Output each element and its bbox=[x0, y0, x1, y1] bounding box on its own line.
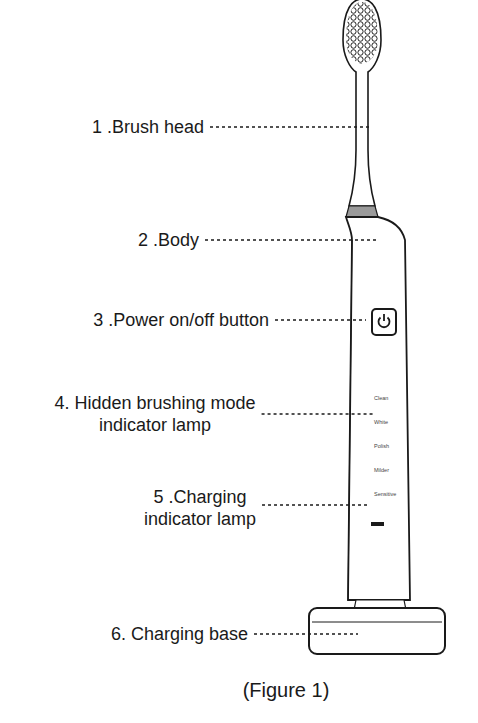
bristle-pattern bbox=[346, 2, 378, 64]
charging-lamp bbox=[371, 522, 384, 526]
body-edge bbox=[348, 240, 352, 600]
charging-base bbox=[309, 608, 445, 654]
power-button bbox=[372, 309, 396, 335]
leader-line bbox=[254, 633, 358, 634]
handle-body bbox=[346, 217, 410, 600]
part-label: 6. Charging base bbox=[111, 623, 248, 645]
leader-line bbox=[262, 504, 370, 505]
brush-head bbox=[343, 0, 381, 206]
mode-label: Polish bbox=[374, 443, 389, 450]
leader-line bbox=[262, 413, 374, 414]
part-label: 2 .Body bbox=[138, 229, 199, 251]
leader-line bbox=[275, 319, 366, 320]
leader-line bbox=[210, 126, 372, 127]
figure-caption: (Figure 1) bbox=[243, 678, 330, 702]
base-edge bbox=[312, 622, 442, 623]
mode-label: Sensitive bbox=[374, 491, 396, 498]
mode-label: Clean bbox=[374, 395, 388, 402]
mode-label: White bbox=[374, 419, 388, 426]
part-label: 4. Hidden brushing mode indicator lamp bbox=[30, 392, 280, 436]
power-icon bbox=[383, 314, 385, 321]
brush-collar bbox=[346, 206, 378, 217]
leader-line bbox=[205, 239, 378, 240]
part-label: 5 .Charging indicator lamp bbox=[125, 486, 275, 530]
part-label: 1 .Brush head bbox=[92, 116, 204, 138]
mode-label: Milder bbox=[374, 467, 389, 474]
part-label: 3 .Power on/off button bbox=[93, 309, 269, 331]
